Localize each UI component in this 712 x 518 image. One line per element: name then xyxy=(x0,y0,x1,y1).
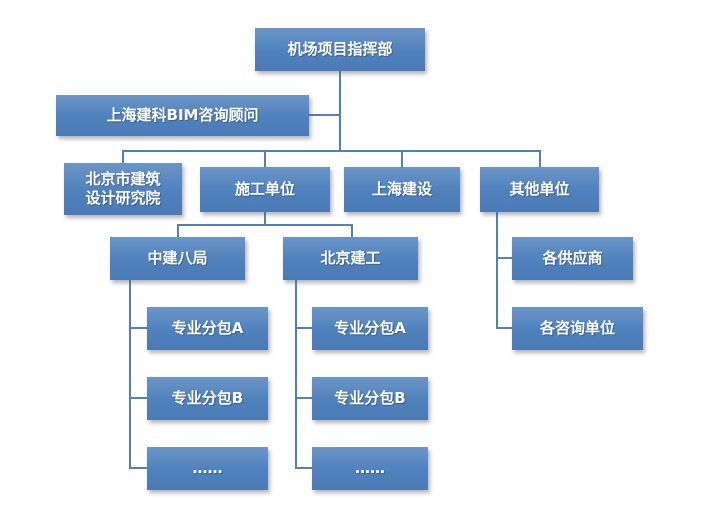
node-consulting-units: 各咨询单位 xyxy=(512,307,643,350)
node-airport-project-hq: 机场项目指挥部 xyxy=(255,28,425,71)
connector-drop-design xyxy=(122,150,124,163)
connector-beijing-elbow-a xyxy=(295,327,312,329)
node-bim-consultant: 上海建科BIM咨询顾问 xyxy=(56,95,309,136)
connector-zhongjian-elbow-c xyxy=(129,467,147,469)
node-subcontractor-a-right: 专业分包A xyxy=(312,307,428,350)
connector-others-elbow-b xyxy=(496,327,512,329)
connector-construction-bus xyxy=(177,224,353,226)
node-ellipsis-left: …… xyxy=(147,447,268,490)
connector-root-stem xyxy=(339,71,341,152)
node-shanghai-construction: 上海建设 xyxy=(344,167,460,212)
connector-drop-construction xyxy=(264,150,266,167)
connector-beijing-elbow-b xyxy=(295,397,312,399)
connector-zhongjian-elbow-b xyxy=(129,397,147,399)
node-design-institute: 北京市建筑设计研究院 xyxy=(64,163,182,215)
node-subcontractor-b-left: 专业分包B xyxy=(147,377,268,420)
node-beijing-construction: 北京建工 xyxy=(283,237,418,280)
connector-level2-bus xyxy=(122,150,541,152)
node-cscec-8th-bureau: 中建八局 xyxy=(110,237,245,280)
connector-beijing-rail xyxy=(295,280,297,469)
node-construction-unit: 施工单位 xyxy=(200,167,330,212)
connector-drop-shanghai xyxy=(401,150,403,167)
connector-construction-stem xyxy=(264,212,266,225)
connector-zhongjian-rail xyxy=(129,280,131,469)
node-subcontractor-b-right: 专业分包B xyxy=(312,377,428,420)
node-ellipsis-right: …… xyxy=(312,447,428,490)
connector-bim-elbow xyxy=(309,114,340,116)
node-subcontractor-a-left: 专业分包A xyxy=(147,307,268,350)
connector-others-elbow-a xyxy=(496,257,512,259)
connector-others-rail xyxy=(496,212,498,329)
node-suppliers: 各供应商 xyxy=(512,237,633,280)
connector-drop-others xyxy=(539,150,541,167)
connector-drop-zhongjian xyxy=(177,224,179,237)
connector-drop-beijing xyxy=(351,224,353,237)
connector-beijing-elbow-c xyxy=(295,467,312,469)
connector-zhongjian-elbow-a xyxy=(129,327,147,329)
node-other-units: 其他单位 xyxy=(480,167,599,212)
